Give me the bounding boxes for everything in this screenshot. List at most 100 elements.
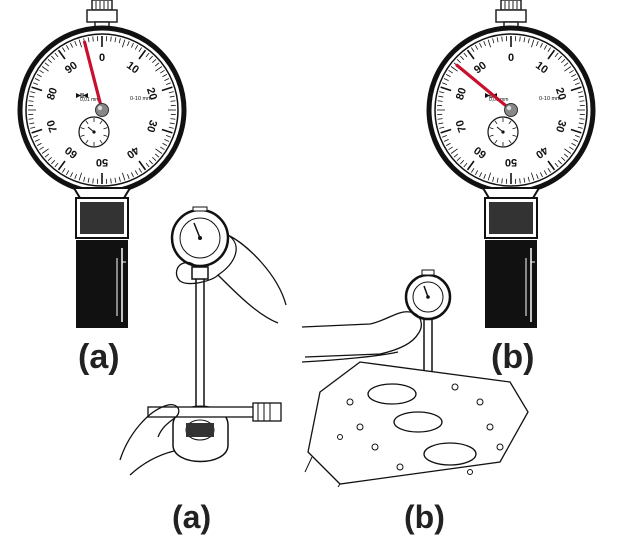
gauge-ticks [437, 36, 585, 184]
dial-tick [122, 172, 126, 181]
dial-tick [543, 170, 548, 176]
counter-tick [85, 120, 89, 125]
dial-tick [442, 82, 447, 85]
needle-hub [504, 103, 518, 117]
counter-tick [512, 127, 517, 130]
dial-tick [564, 66, 572, 72]
dial-number: 70 [45, 118, 60, 133]
dial-tick [34, 78, 40, 81]
dial-tick [118, 176, 121, 182]
counter-tick [99, 139, 103, 144]
gauge-range-text: 0-10 mm [130, 96, 152, 102]
dial-tick [161, 86, 173, 92]
dial-tick [51, 160, 56, 165]
dial-tick [463, 162, 468, 168]
dial-tick [170, 100, 176, 102]
gauge-stem-clamp [72, 187, 132, 239]
dial-tick [168, 126, 174, 129]
dial-tick [87, 177, 90, 183]
dial-tick [437, 118, 443, 120]
dial-tick [523, 37, 526, 43]
counter-tick [103, 127, 108, 130]
dial-tick [463, 52, 468, 58]
counter-tick [99, 120, 103, 125]
dial-tick [164, 78, 170, 81]
dial-tick [575, 82, 580, 85]
label-bottom-b: (b) [404, 499, 445, 535]
dial-tick [33, 135, 38, 138]
dial-tick [570, 128, 582, 134]
dial-tick [44, 153, 50, 158]
dial-tick [160, 70, 165, 74]
dial-tick [443, 139, 449, 142]
dial-number: 80 [45, 86, 60, 101]
counter-tick [494, 120, 498, 125]
dial-tick [134, 170, 139, 176]
hand-holding-micrometer [119, 404, 180, 476]
dial-tick [118, 38, 121, 44]
dial-number: 50 [96, 156, 108, 168]
dial-tick [474, 170, 479, 176]
dial-tick [466, 49, 475, 60]
dial-tick [54, 162, 59, 168]
dial-tick [439, 126, 445, 129]
dial-number: 80 [454, 86, 469, 101]
dial-tick [29, 95, 35, 98]
dial-number: 90 [472, 59, 489, 76]
dial-tick [161, 128, 173, 134]
dial-tick [577, 126, 583, 129]
dial-tick [166, 82, 171, 85]
gauge-stem-clamp [481, 187, 541, 239]
dial-number: 30 [144, 118, 159, 133]
dial-tick [41, 66, 49, 72]
dial-tick [471, 168, 475, 173]
dial-tick [44, 62, 50, 67]
dial-tick [154, 153, 160, 158]
dial-tick [169, 95, 175, 98]
dial-tick [65, 44, 70, 50]
dial-tick [571, 73, 577, 78]
dial-tick [496, 177, 499, 183]
dial-tick [460, 55, 465, 60]
dial-tick [519, 36, 521, 42]
dial-tick [28, 100, 34, 102]
dial-tick [547, 160, 556, 171]
dial-number: 70 [454, 118, 469, 133]
counter-tick [85, 139, 89, 144]
dial-tick [65, 170, 70, 176]
dial-tick [51, 55, 56, 60]
dial-tick [154, 62, 160, 67]
dial-tick [36, 73, 42, 78]
counter-tick [80, 127, 85, 130]
dial-tick [47, 156, 52, 161]
dial-tick [571, 142, 577, 147]
dial-tick [437, 100, 443, 102]
dial-tick [28, 118, 34, 120]
dial-tick [450, 66, 458, 72]
label-top-b: (b) [491, 338, 535, 376]
dial-tick [62, 47, 66, 52]
counter-tick [512, 134, 517, 137]
dial-tick [114, 177, 117, 183]
dial-tick [448, 70, 453, 74]
dial-number: 0 [508, 52, 514, 64]
dial-tick [131, 42, 134, 48]
dial-tick [30, 91, 36, 94]
dial-tick [554, 52, 559, 58]
micrometer-illustration [147, 402, 282, 463]
dial-tick [487, 39, 491, 48]
dial-tick [145, 162, 150, 168]
dial-tick [479, 172, 482, 178]
dial-tick [483, 174, 486, 179]
gauge-needle [455, 63, 513, 112]
counter-tick [80, 134, 85, 137]
dial-number: 90 [63, 59, 80, 76]
dial-tick [501, 36, 503, 42]
dial-tick [152, 59, 157, 64]
dial-tick [547, 49, 556, 60]
dial-tick [547, 168, 551, 173]
dial-tick [547, 47, 551, 52]
cylinder-block-illustration [304, 361, 529, 487]
